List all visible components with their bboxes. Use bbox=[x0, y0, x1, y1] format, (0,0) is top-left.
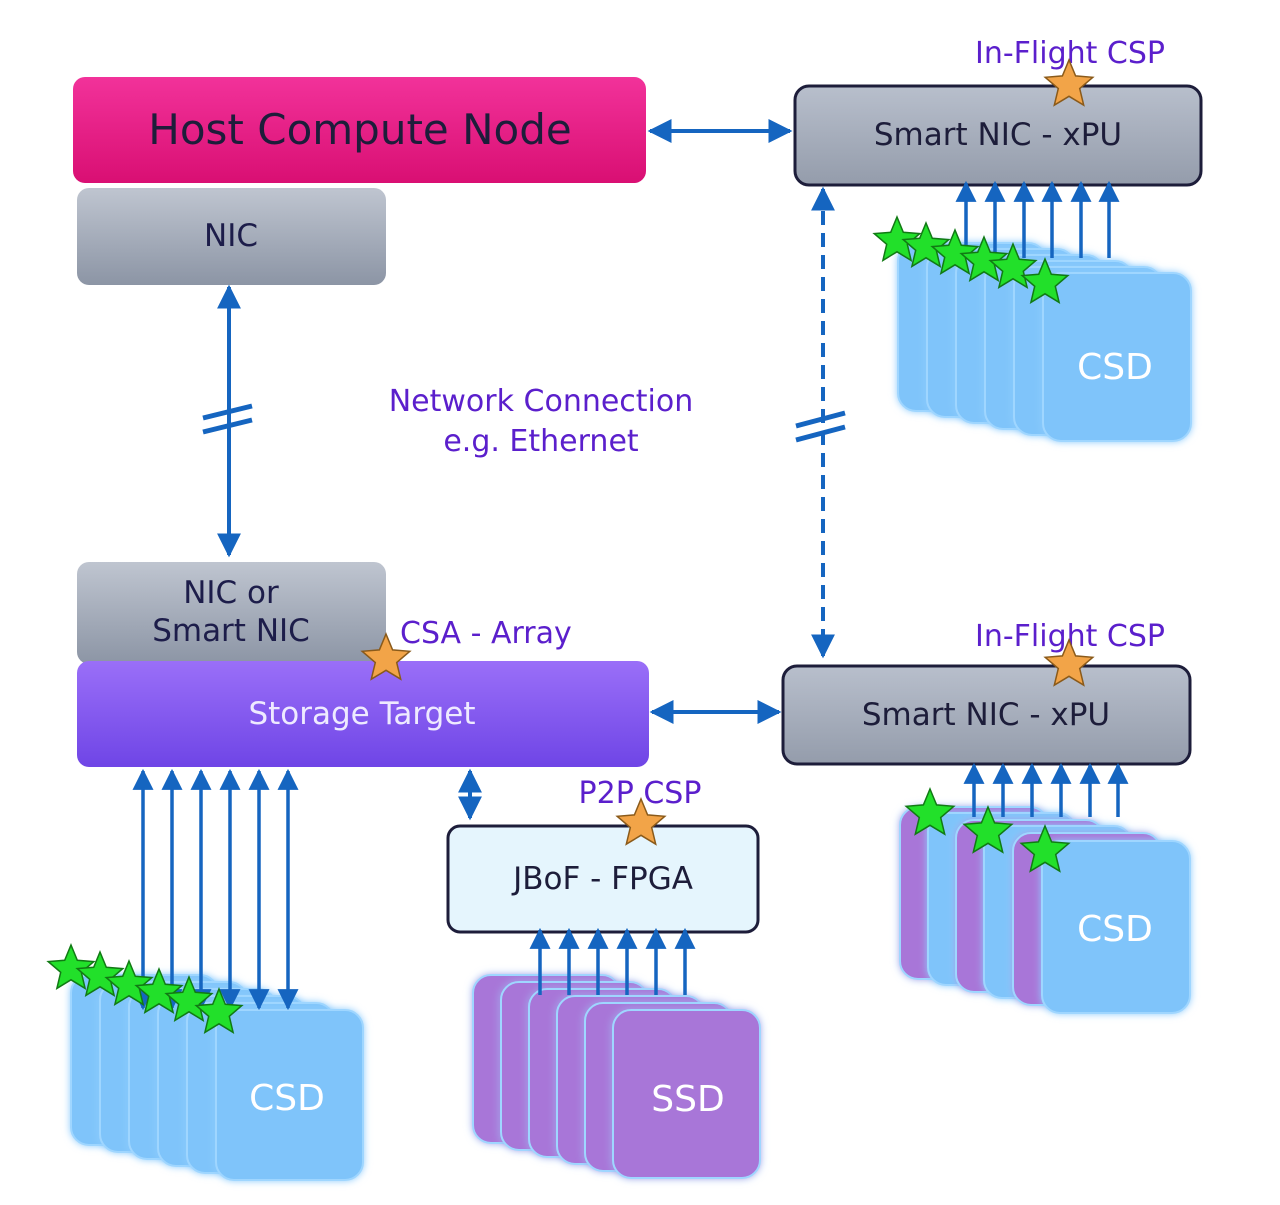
orange-star-icon bbox=[1043, 58, 1095, 107]
smartnic-top-box: Smart NIC - xPU bbox=[793, 84, 1203, 187]
ssd-stack bbox=[472, 974, 761, 1179]
target-nic-line1: NIC or bbox=[183, 575, 279, 611]
orange-star-icon bbox=[615, 797, 667, 846]
csd-bottom-right-label: CSD bbox=[1077, 909, 1153, 950]
csd-top-right-label: CSD bbox=[1077, 347, 1153, 388]
green-star-icon bbox=[872, 215, 922, 262]
green-star-icon bbox=[75, 950, 125, 997]
csd-stack-top-right bbox=[897, 242, 1192, 442]
orange-star-icon bbox=[1043, 638, 1095, 687]
smartnic-top-label: Smart NIC - xPU bbox=[874, 117, 1122, 153]
host-network-link bbox=[202, 284, 253, 558]
drive-card bbox=[1041, 840, 1191, 1014]
green-star-icon bbox=[962, 805, 1014, 854]
green-star-icon bbox=[104, 959, 154, 1006]
ssd-arrows bbox=[529, 927, 696, 995]
csd-bottom-left-green-stars bbox=[46, 943, 244, 1034]
green-star-icon bbox=[134, 967, 184, 1014]
csa-array-label: CSA - Array bbox=[400, 616, 572, 651]
link-break-mark bbox=[202, 403, 253, 421]
green-star-icon bbox=[46, 943, 96, 990]
csd-bottom-right-green-stars bbox=[904, 787, 1071, 873]
green-star-icon bbox=[1020, 257, 1070, 304]
inflight-bottom-star-icon bbox=[1043, 638, 1095, 687]
csd-bottom-left-arrows bbox=[132, 768, 299, 1011]
csd-card bbox=[1042, 272, 1192, 442]
green-star-icon bbox=[904, 787, 956, 836]
target-nic-line2: Smart NIC bbox=[152, 613, 310, 649]
p2p-star-icon bbox=[615, 797, 667, 846]
green-star-icon bbox=[1019, 824, 1071, 873]
host-label: Host Compute Node bbox=[148, 105, 571, 154]
green-star-icon bbox=[901, 221, 951, 268]
csd-top-right-green-stars bbox=[872, 215, 1070, 304]
green-star-icon bbox=[930, 228, 980, 275]
host-compute-node: Host Compute Node bbox=[73, 77, 646, 183]
network-label-line1: Network Connection bbox=[389, 384, 694, 419]
ssd-card bbox=[612, 1009, 761, 1179]
csd-bottom-right-arrows bbox=[963, 762, 1129, 817]
csd-bottom-left-label: CSD bbox=[249, 1078, 325, 1119]
storage-target-box: Storage Target bbox=[77, 661, 649, 767]
nic-label: NIC bbox=[204, 218, 258, 254]
smartnic-dashed-link bbox=[795, 186, 846, 659]
jbof-fpga-box: JBoF - FPGA bbox=[446, 824, 760, 934]
smartnic-bottom-label: Smart NIC - xPU bbox=[862, 697, 1110, 733]
storage-target-label: Storage Target bbox=[248, 696, 475, 732]
green-star-icon bbox=[194, 987, 244, 1034]
jbof-label: JBoF - FPGA bbox=[511, 861, 693, 897]
csa-star-icon bbox=[360, 632, 412, 681]
orange-star-icon bbox=[360, 632, 412, 681]
ssd-label: SSD bbox=[651, 1079, 724, 1120]
green-star-icon bbox=[959, 235, 1009, 282]
network-label-line2: e.g. Ethernet bbox=[443, 424, 639, 459]
smartnic-bottom-box: Smart NIC - xPU bbox=[781, 664, 1192, 766]
csd-top-right-arrows bbox=[955, 180, 1120, 258]
nic-box: NIC bbox=[77, 188, 386, 285]
inflight-top-star-icon bbox=[1043, 58, 1095, 107]
target-nic-box: NIC or Smart NIC bbox=[77, 562, 386, 664]
